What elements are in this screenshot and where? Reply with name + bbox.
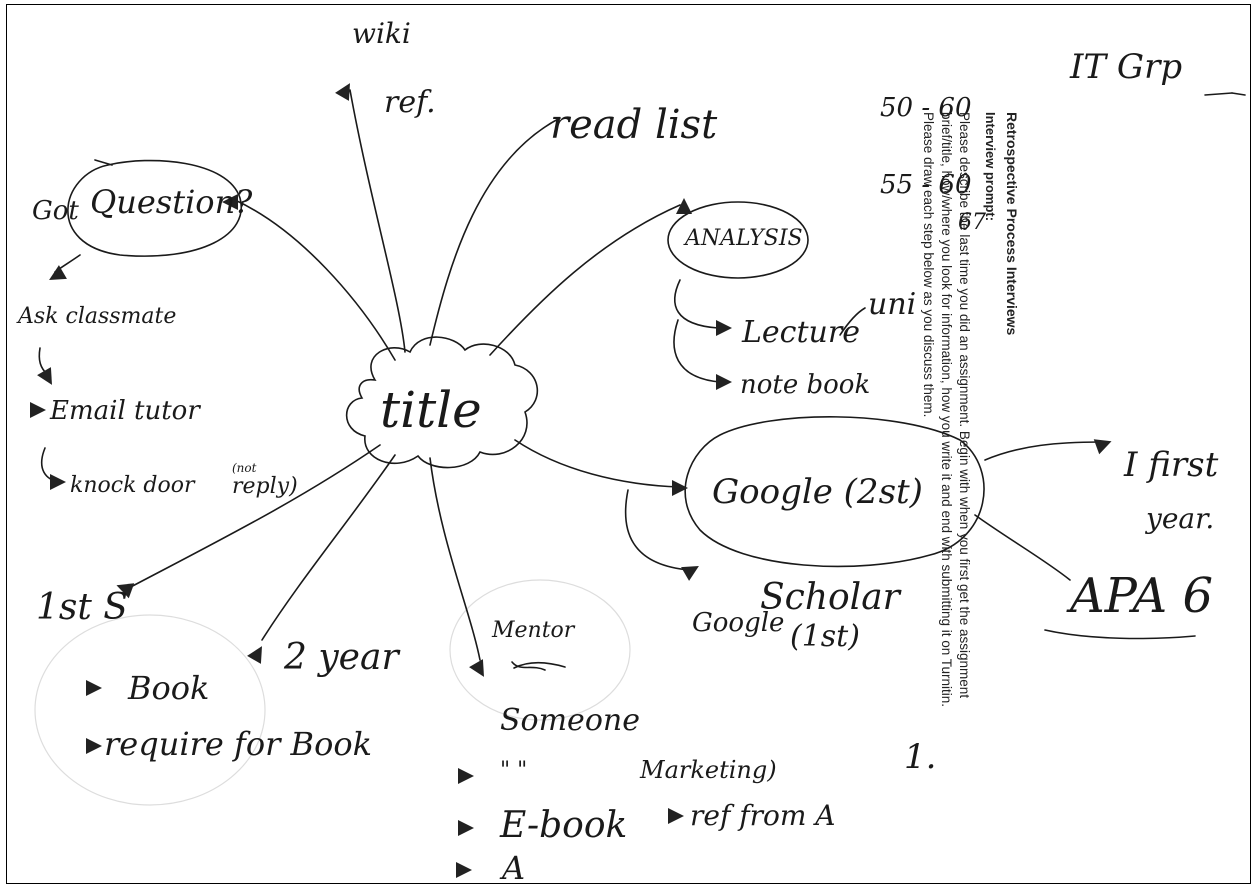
scholar-rank-label: (1st) (790, 619, 860, 654)
ebook-label: E-book (500, 805, 628, 846)
page-border (6, 4, 1251, 884)
email-tutor-label: Email tutor (50, 396, 200, 426)
second-year-label: 2 year (284, 637, 399, 678)
mentor-label: Mentor (492, 618, 575, 643)
quote-label: " " (500, 758, 528, 783)
google-ellipse (684, 416, 985, 568)
analysis-label: ANALYSIS (685, 226, 803, 251)
arrowhead-ebook (458, 820, 474, 836)
question-label: Question? (90, 183, 253, 221)
a-label: A (502, 849, 526, 887)
arrowhead-knock (50, 474, 66, 490)
wiki-label: wiki (352, 17, 411, 50)
prompt-subtitle: Interview prompt: (983, 112, 998, 222)
arrowhead-analysis (676, 198, 692, 214)
marketing-label: Marketing) (640, 756, 777, 784)
arrowhead-quote (458, 768, 474, 784)
scholar-google-label: Google (692, 608, 785, 638)
ask-classmate-label: Ask classmate (18, 304, 177, 329)
center-title: title (380, 381, 482, 439)
ref-label: ref. (384, 85, 436, 120)
arrowhead-notebook (716, 374, 732, 390)
require-book-label: require for Book (104, 725, 372, 763)
pencil-circle-bottom (449, 579, 631, 721)
google-label: Google (2st) (712, 472, 923, 512)
notebook-label: note book (740, 370, 871, 400)
title-cloud (345, 336, 539, 469)
apa-label: APA 6 (1070, 568, 1214, 624)
arrowhead-email-bullet (30, 402, 46, 418)
book-label: Book (128, 669, 210, 707)
ref-from-a-label: ref from A (690, 799, 836, 832)
prompt-body: Please describe the last time you did an… (921, 112, 972, 708)
page-number: 1. (904, 737, 937, 777)
note-67: 67 (958, 210, 986, 235)
it-grp-label: IT Grp (1070, 47, 1183, 87)
question-ellipse (67, 159, 243, 257)
pencil-circle-left (34, 614, 266, 806)
interview-prompt: Retrospective Process Interviews Intervi… (920, 112, 1020, 752)
lecture-label: Lecture (742, 315, 860, 350)
note-55-60: 55 - 60 (880, 170, 972, 200)
arrowhead-google (672, 480, 688, 496)
note-50-60: 50 - 60 (880, 93, 972, 123)
arrowhead-require (86, 738, 102, 754)
year-label: year. (1146, 502, 1215, 535)
arrowhead-ref-from-a (668, 808, 684, 824)
arrowhead-a (456, 862, 472, 878)
first-label: I first (1124, 445, 1219, 485)
knock-door-label: knock door (70, 473, 195, 498)
someone-label: Someone (500, 703, 640, 738)
prompt-title: Retrospective Process Interviews (1004, 112, 1020, 336)
knock-reply-label: reply) (232, 474, 298, 499)
arrowhead-book (86, 680, 102, 696)
uni-label: uni (868, 287, 917, 322)
read-list-label: read list (550, 102, 718, 148)
got-label: Got (32, 196, 79, 226)
arrowhead-lecture (716, 320, 732, 336)
first-s-label: 1st S (36, 587, 128, 628)
analysis-ellipse (667, 201, 809, 279)
knock-note-label: (not (232, 461, 257, 475)
scholar-label: Scholar (760, 577, 900, 618)
